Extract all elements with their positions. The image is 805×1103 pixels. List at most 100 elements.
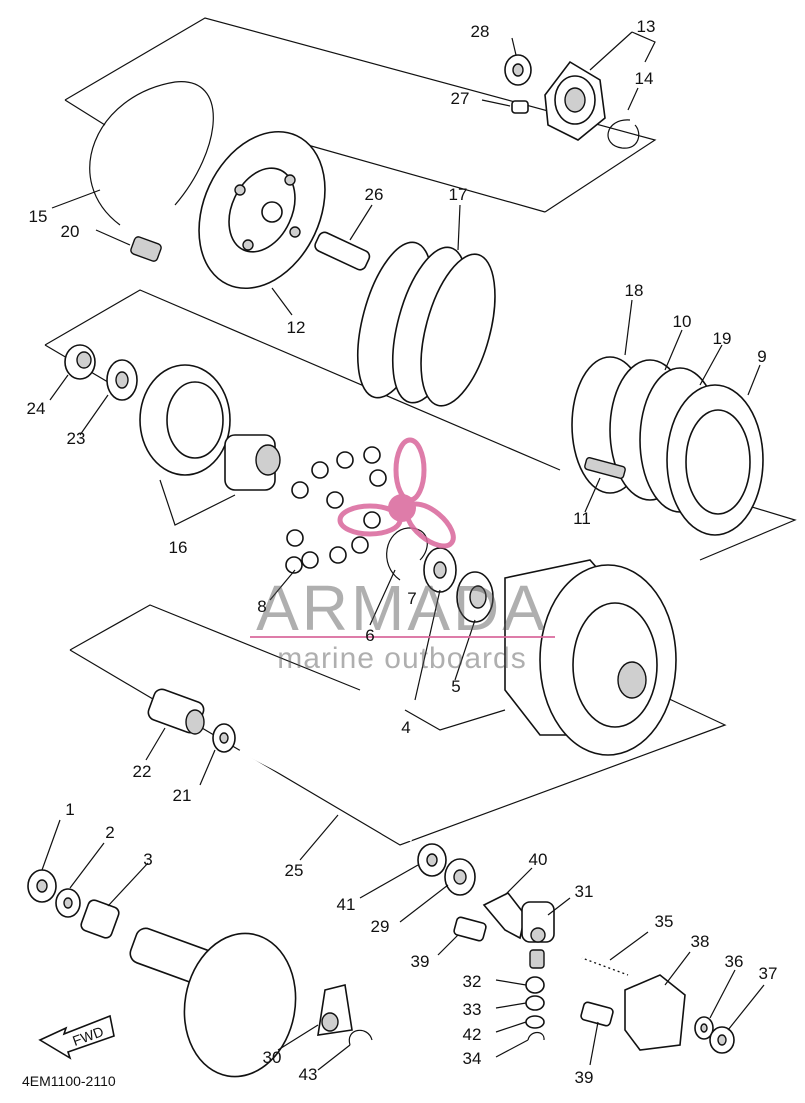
part-label: 29 [371, 917, 390, 936]
part-label: 38 [691, 932, 710, 951]
lock-washer-part [106, 359, 138, 401]
part-labels: 1 2 3 4 5 6 7 8 9 10 11 12 13 14 15 16 1… [27, 17, 778, 1087]
armada-logo: ARMADA marine outboards [250, 437, 555, 675]
part-label: 43 [299, 1065, 318, 1084]
part-label: 17 [449, 185, 468, 204]
clutch-pack-part [571, 356, 764, 536]
washer-42-part [525, 1015, 545, 1029]
propeller-blade-top-icon [393, 437, 427, 503]
leader-lines [41, 31, 765, 1071]
part-label: 39 [411, 952, 430, 971]
oil-seal-part [444, 858, 476, 896]
part-label: 20 [61, 222, 80, 241]
part-label: 4 [401, 718, 410, 737]
part-label: 14 [635, 69, 654, 88]
part-label: 7 [407, 589, 416, 608]
circlip-ring-part [89, 81, 214, 226]
clutch-hub-part [139, 364, 281, 491]
roller-bearing-part [80, 899, 120, 939]
part-label: 24 [27, 399, 46, 418]
hex-nut-part [27, 869, 57, 903]
lower-panel-outline-top [69, 604, 361, 691]
part-label: 2 [105, 823, 114, 842]
parts [27, 54, 764, 1078]
part-label: 11 [573, 509, 591, 528]
part-label: 22 [133, 762, 152, 781]
part-label: 42 [463, 1025, 482, 1044]
part-label: 41 [337, 895, 356, 914]
drive-pulley-part [129, 927, 297, 1078]
part-label: 12 [287, 318, 306, 337]
clutch-drum-part [504, 559, 677, 756]
thrust-washer-part [423, 547, 457, 593]
bracket-washer-part [694, 1016, 714, 1040]
bearing-ring-part [456, 571, 494, 623]
middle-panel-outline-top [44, 289, 561, 471]
bearing-housing-part [544, 60, 606, 141]
part-label: 31 [575, 882, 594, 901]
mounting-bracket-part [624, 974, 686, 1051]
part-label: 1 [65, 800, 74, 819]
steel-balls-part [285, 446, 387, 574]
clutch-spring-part [584, 457, 626, 479]
part-label: 34 [463, 1049, 482, 1068]
plain-washer-part [55, 888, 81, 918]
part-label: 23 [67, 429, 86, 448]
part-label: 15 [29, 207, 48, 226]
small-circlip-part [607, 119, 640, 149]
friction-plates-part [356, 241, 496, 407]
drive-pin-part [314, 231, 371, 271]
thin-washer-part [417, 843, 447, 877]
coupling-part [147, 688, 205, 735]
clutch-circlip-part [386, 527, 428, 581]
part-label: 37 [759, 964, 778, 983]
part-label: 13 [637, 17, 656, 36]
spring-part [130, 236, 162, 262]
part-label: 6 [365, 626, 374, 645]
part-label: 5 [451, 677, 460, 696]
shaft-washer-part [212, 723, 236, 753]
part-label: 28 [471, 22, 490, 41]
collar-33-part [525, 995, 545, 1011]
threaded-rod-part [580, 955, 630, 978]
upper-panel-outline [64, 17, 657, 213]
part-label: 33 [463, 1000, 482, 1019]
part-label: 27 [451, 89, 470, 108]
bolt-upper-part [453, 916, 487, 942]
clutch-plate-part [198, 130, 326, 290]
part-label: 10 [673, 312, 692, 331]
lower-panel-outline-bottom [69, 649, 727, 846]
bushing-part [64, 344, 96, 380]
part-label: 40 [529, 850, 548, 869]
watermark-subtitle: marine outboards [277, 642, 526, 675]
swivel-joint-part [521, 901, 555, 969]
main-shaft-part [239, 748, 413, 842]
part-label: 18 [625, 281, 644, 300]
part-label: 3 [143, 850, 152, 869]
drawing-code: 4EM1100-2110 [22, 1073, 116, 1089]
part-label: 21 [173, 786, 192, 805]
bolt-lower-part [580, 1001, 614, 1027]
part-label: 19 [713, 329, 732, 348]
part-label: 30 [263, 1048, 282, 1067]
part-label: 32 [463, 972, 482, 991]
lever-part [317, 984, 353, 1036]
part-label: 36 [725, 952, 744, 971]
part-label: 39 [575, 1068, 594, 1087]
part-label: 16 [169, 538, 188, 557]
small-bolt-part [511, 100, 529, 114]
retaining-clip-part [348, 1029, 373, 1046]
propeller-hub-icon [388, 494, 416, 522]
part-label: 26 [365, 185, 384, 204]
part-label: 25 [285, 861, 304, 880]
bracket-nut-part [709, 1026, 735, 1054]
bearing-small-part [504, 54, 532, 86]
nut-32-part [525, 976, 545, 994]
part-label: 35 [655, 912, 674, 931]
part-label: 8 [257, 597, 266, 616]
clip-34-part [527, 1031, 545, 1041]
watermark-title: ARMADA [256, 572, 548, 644]
forward-arrow-icon: FWD [38, 1014, 115, 1060]
bracket-part [482, 891, 526, 940]
